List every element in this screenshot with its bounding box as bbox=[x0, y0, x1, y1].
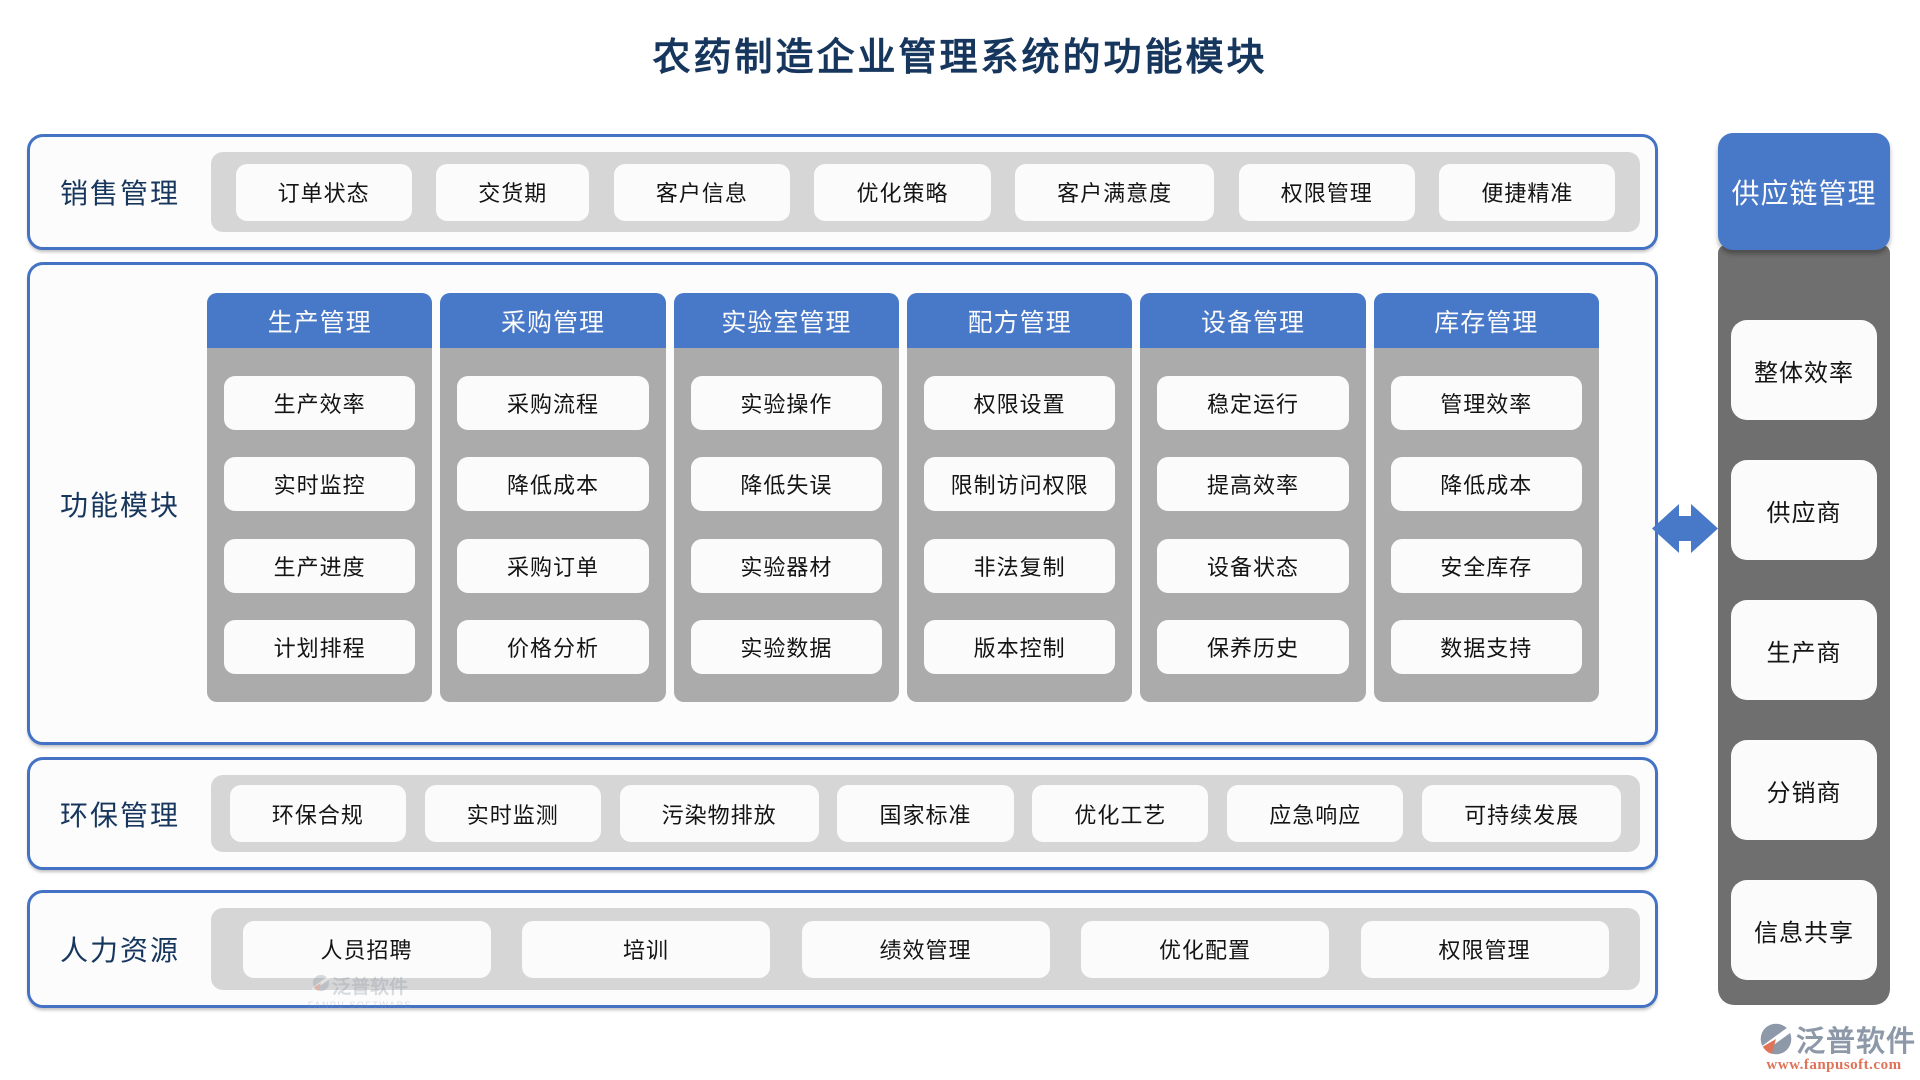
column-inventory-header: 库存管理 bbox=[1373, 293, 1599, 348]
node-convenient-precise: 便捷精准 bbox=[1439, 163, 1616, 221]
node-error-reduction: 降低失误 bbox=[690, 457, 882, 512]
node-data-support: 数据支持 bbox=[1390, 619, 1582, 674]
node-permission-mgmt-hr: 权限管理 bbox=[1360, 920, 1609, 978]
node-process-optimization: 优化工艺 bbox=[1032, 785, 1209, 842]
node-pollutant-emission: 污染物排放 bbox=[619, 785, 819, 842]
node-lab-equipment: 实验器材 bbox=[690, 538, 882, 593]
panel-environment-label: 环保管理 bbox=[59, 800, 180, 832]
column-procurement-body: 采购流程 降低成本 采购订单 价格分析 bbox=[440, 348, 666, 702]
panel-modules: 功能模块 生产管理 生产效率 实时监控 生产进度 计划排程 采购管理 采购流程 … bbox=[27, 262, 1658, 745]
column-production-body: 生产效率 实时监控 生产进度 计划排程 bbox=[207, 348, 433, 702]
column-inventory: 库存管理 管理效率 降低成本 安全库存 数据支持 bbox=[1373, 293, 1599, 702]
column-laboratory-body: 实验操作 降低失误 实验器材 实验数据 bbox=[673, 348, 899, 702]
node-sustainable-development: 可持续发展 bbox=[1422, 785, 1622, 842]
node-customer-satisfaction: 客户满意度 bbox=[1015, 163, 1215, 221]
node-optimize-allocation: 优化配置 bbox=[1081, 920, 1329, 978]
node-manufacturer: 生产商 bbox=[1731, 600, 1877, 700]
node-realtime-monitoring: 实时监控 bbox=[224, 457, 416, 512]
node-national-standard: 国家标准 bbox=[837, 785, 1014, 842]
brand-name: 泛普软件 bbox=[1795, 1026, 1916, 1058]
column-production: 生产管理 生产效率 实时监控 生产进度 计划排程 bbox=[207, 293, 433, 702]
column-equipment-body: 稳定运行 提高效率 设备状态 保养历史 bbox=[1140, 348, 1366, 702]
node-customer-info: 客户信息 bbox=[613, 163, 790, 221]
node-permission-mgmt-sales: 权限管理 bbox=[1238, 163, 1415, 221]
node-cost-reduction-procurement: 降低成本 bbox=[457, 457, 649, 512]
page-title: 农药制造企业管理系统的功能模块 bbox=[652, 37, 1268, 79]
node-improve-efficiency: 提高效率 bbox=[1157, 457, 1349, 512]
column-laboratory-header: 实验室管理 bbox=[673, 293, 899, 348]
node-price-analysis: 价格分析 bbox=[457, 619, 649, 674]
node-version-control: 版本控制 bbox=[923, 619, 1116, 674]
node-procurement-process: 采购流程 bbox=[457, 376, 649, 430]
column-procurement-header: 采购管理 bbox=[440, 293, 666, 348]
node-optimize-strategy: 优化策略 bbox=[814, 163, 991, 221]
node-stable-operation: 稳定运行 bbox=[1157, 376, 1349, 430]
node-env-compliance: 环保合规 bbox=[229, 785, 406, 842]
column-equipment: 设备管理 稳定运行 提高效率 设备状态 保养历史 bbox=[1140, 293, 1366, 702]
node-info-sharing: 信息共享 bbox=[1731, 880, 1877, 980]
node-management-efficiency: 管理效率 bbox=[1390, 376, 1582, 430]
column-formula-body: 权限设置 限制访问权限 非法复制 版本控制 bbox=[906, 348, 1133, 702]
node-performance-mgmt: 绩效管理 bbox=[801, 920, 1050, 978]
supply-chain-header: 供应链管理 bbox=[1718, 133, 1890, 250]
panel-sales-label: 销售管理 bbox=[59, 179, 180, 210]
node-training: 培训 bbox=[522, 920, 770, 978]
environment-tray: 环保合规 实时监测 污染物排放 国家标准 优化工艺 应急响应 可持续发展 bbox=[211, 775, 1640, 852]
node-production-progress: 生产进度 bbox=[224, 538, 416, 593]
sidebar-supply-chain: 整体效率 供应商 生产商 分销商 信息共享 供应链管理 bbox=[1718, 133, 1890, 1005]
node-safety-stock: 安全库存 bbox=[1390, 538, 1582, 593]
column-production-header: 生产管理 bbox=[207, 293, 433, 348]
panel-modules-label: 功能模块 bbox=[59, 490, 180, 522]
node-maintenance-history: 保养历史 bbox=[1157, 619, 1349, 674]
node-experiment-operation: 实验操作 bbox=[690, 376, 882, 430]
panel-hr-label: 人力资源 bbox=[59, 936, 180, 967]
column-formula-header: 配方管理 bbox=[906, 293, 1133, 348]
supply-chain-body: 整体效率 供应商 生产商 分销商 信息共享 bbox=[1718, 245, 1890, 1005]
node-distributor: 分销商 bbox=[1731, 740, 1877, 840]
node-emergency-response: 应急响应 bbox=[1227, 785, 1404, 842]
node-experiment-data: 实验数据 bbox=[690, 619, 882, 674]
node-cost-reduction-inventory: 降低成本 bbox=[1390, 457, 1582, 512]
column-inventory-body: 管理效率 降低成本 安全库存 数据支持 bbox=[1373, 348, 1599, 702]
node-restrict-access: 限制访问权限 bbox=[923, 457, 1116, 512]
node-illegal-copy: 非法复制 bbox=[923, 538, 1116, 593]
node-supplier: 供应商 bbox=[1731, 460, 1877, 560]
panel-sales: 销售管理 订单状态 交货期 客户信息 优化策略 客户满意度 权限管理 便捷精准 bbox=[27, 134, 1658, 250]
node-order-status: 订单状态 bbox=[235, 163, 412, 221]
node-plan-scheduling: 计划排程 bbox=[224, 619, 416, 674]
node-delivery-time: 交货期 bbox=[436, 163, 590, 221]
column-procurement: 采购管理 采购流程 降低成本 采购订单 价格分析 bbox=[440, 293, 666, 702]
module-columns: 生产管理 生产效率 实时监控 生产进度 计划排程 采购管理 采购流程 降低成本 … bbox=[207, 293, 1599, 702]
hr-tray: 人员招聘 培训 绩效管理 优化配置 权限管理 bbox=[211, 908, 1640, 990]
node-equipment-status: 设备状态 bbox=[1157, 538, 1349, 593]
column-equipment-header: 设备管理 bbox=[1140, 293, 1366, 348]
node-permission-setting: 权限设置 bbox=[923, 376, 1116, 430]
double-arrow-icon bbox=[1652, 501, 1718, 561]
brand-url: www.fanpusoft.com bbox=[1766, 1057, 1902, 1073]
panel-environment: 环保管理 环保合规 实时监测 污染物排放 国家标准 优化工艺 应急响应 可持续发… bbox=[27, 757, 1658, 870]
panel-hr: 人力资源 人员招聘 培训 绩效管理 优化配置 权限管理 bbox=[27, 890, 1658, 1008]
node-recruitment: 人员招聘 bbox=[242, 920, 491, 978]
column-laboratory: 实验室管理 实验操作 降低失误 实验器材 实验数据 bbox=[673, 293, 899, 702]
sales-tray: 订单状态 交货期 客户信息 优化策略 客户满意度 权限管理 便捷精准 bbox=[211, 152, 1640, 232]
brand-logo-icon bbox=[1758, 1022, 1793, 1056]
node-production-efficiency: 生产效率 bbox=[224, 376, 416, 430]
column-formula: 配方管理 权限设置 限制访问权限 非法复制 版本控制 bbox=[906, 293, 1133, 702]
node-purchase-order: 采购订单 bbox=[457, 538, 649, 593]
node-overall-efficiency: 整体效率 bbox=[1731, 320, 1877, 420]
node-realtime-detection: 实时监测 bbox=[424, 785, 601, 842]
brand-logo: 泛普软件 www.fanpusoft.com bbox=[1752, 1018, 1916, 1074]
